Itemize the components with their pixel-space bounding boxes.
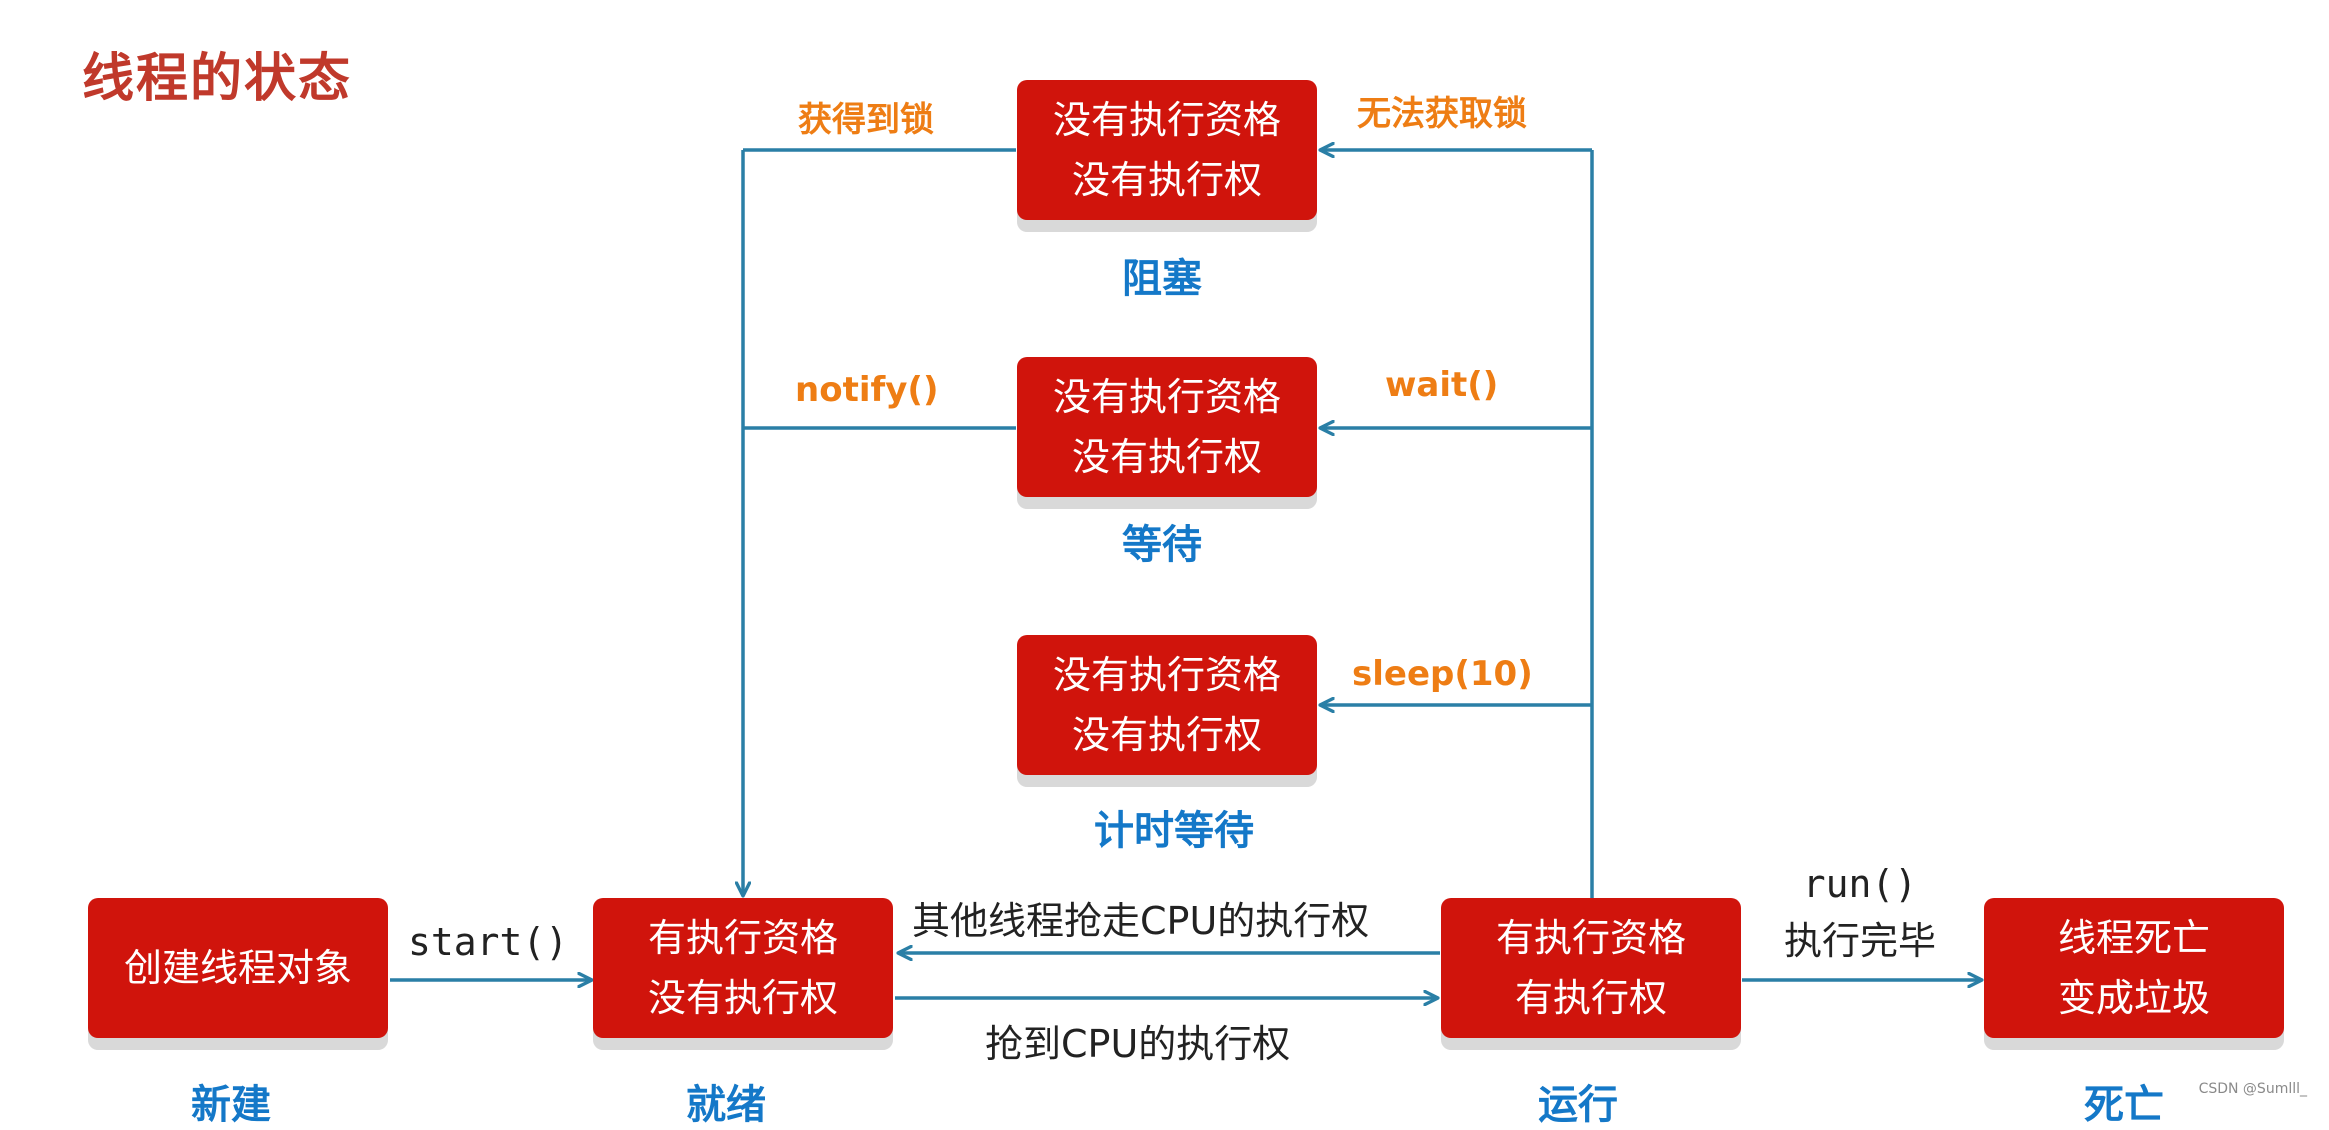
- state-box-waiting: 没有执行资格 没有执行权: [1017, 357, 1317, 497]
- state-box-dead: 线程死亡 变成垃圾: [1984, 898, 2284, 1038]
- state-ready-line1: 有执行资格: [647, 916, 838, 960]
- transition-label-no-lock: 无法获取锁: [1357, 94, 1527, 134]
- transition-label-start: start(): [408, 920, 569, 964]
- page-title: 线程的状态: [82, 49, 353, 109]
- state-running-line1: 有执行资格: [1495, 916, 1686, 960]
- state-dead-line2: 变成垃圾: [2057, 976, 2210, 1020]
- state-ready-line2: 没有执行权: [647, 976, 838, 1020]
- state-box-running: 有执行资格 有执行权: [1441, 898, 1741, 1038]
- state-dead-line1: 线程死亡: [2057, 916, 2210, 960]
- state-new-line1: 创建线程对象: [123, 946, 352, 990]
- transition-label-run-done-1: run(): [1802, 862, 1918, 906]
- state-label-running: 运行: [1538, 1082, 1618, 1128]
- state-box-blocked: 没有执行资格 没有执行权: [1017, 80, 1317, 220]
- transition-label-sleep: sleep(10): [1352, 654, 1533, 694]
- state-blocked-line1: 没有执行资格: [1052, 98, 1281, 142]
- transition-label-got-lock: 获得到锁: [798, 100, 934, 140]
- state-label-blocked: 阻塞: [1122, 256, 1202, 302]
- state-label-ready: 就绪: [686, 1082, 766, 1128]
- transition-label-notify: notify(): [795, 370, 939, 410]
- transition-label-got-cpu: 抢到CPU的执行权: [985, 1022, 1291, 1066]
- state-label-timed-waiting: 计时等待: [1094, 808, 1254, 854]
- state-box-ready: 有执行资格 没有执行权: [593, 898, 893, 1038]
- state-label-waiting: 等待: [1122, 522, 1202, 568]
- transition-label-run-done-2: 执行完毕: [1783, 919, 1936, 963]
- state-box-new: 创建线程对象: [88, 898, 388, 1038]
- state-waiting-line1: 没有执行资格: [1052, 375, 1281, 419]
- state-label-new: 新建: [191, 1082, 271, 1128]
- state-running-line2: 有执行权: [1514, 976, 1667, 1020]
- state-blocked-line2: 没有执行权: [1071, 158, 1262, 202]
- state-timed-waiting-line2: 没有执行权: [1071, 713, 1262, 757]
- state-label-dead: 死亡: [2084, 1082, 2164, 1128]
- state-timed-waiting-line1: 没有执行资格: [1052, 653, 1281, 697]
- transition-label-preempted: 其他线程抢走CPU的执行权: [912, 899, 1370, 943]
- state-waiting-line2: 没有执行权: [1071, 435, 1262, 479]
- state-box-timed-waiting: 没有执行资格 没有执行权: [1017, 635, 1317, 775]
- transition-label-wait: wait(): [1385, 365, 1499, 405]
- watermark: CSDN @Sumlll_: [2198, 1081, 2307, 1097]
